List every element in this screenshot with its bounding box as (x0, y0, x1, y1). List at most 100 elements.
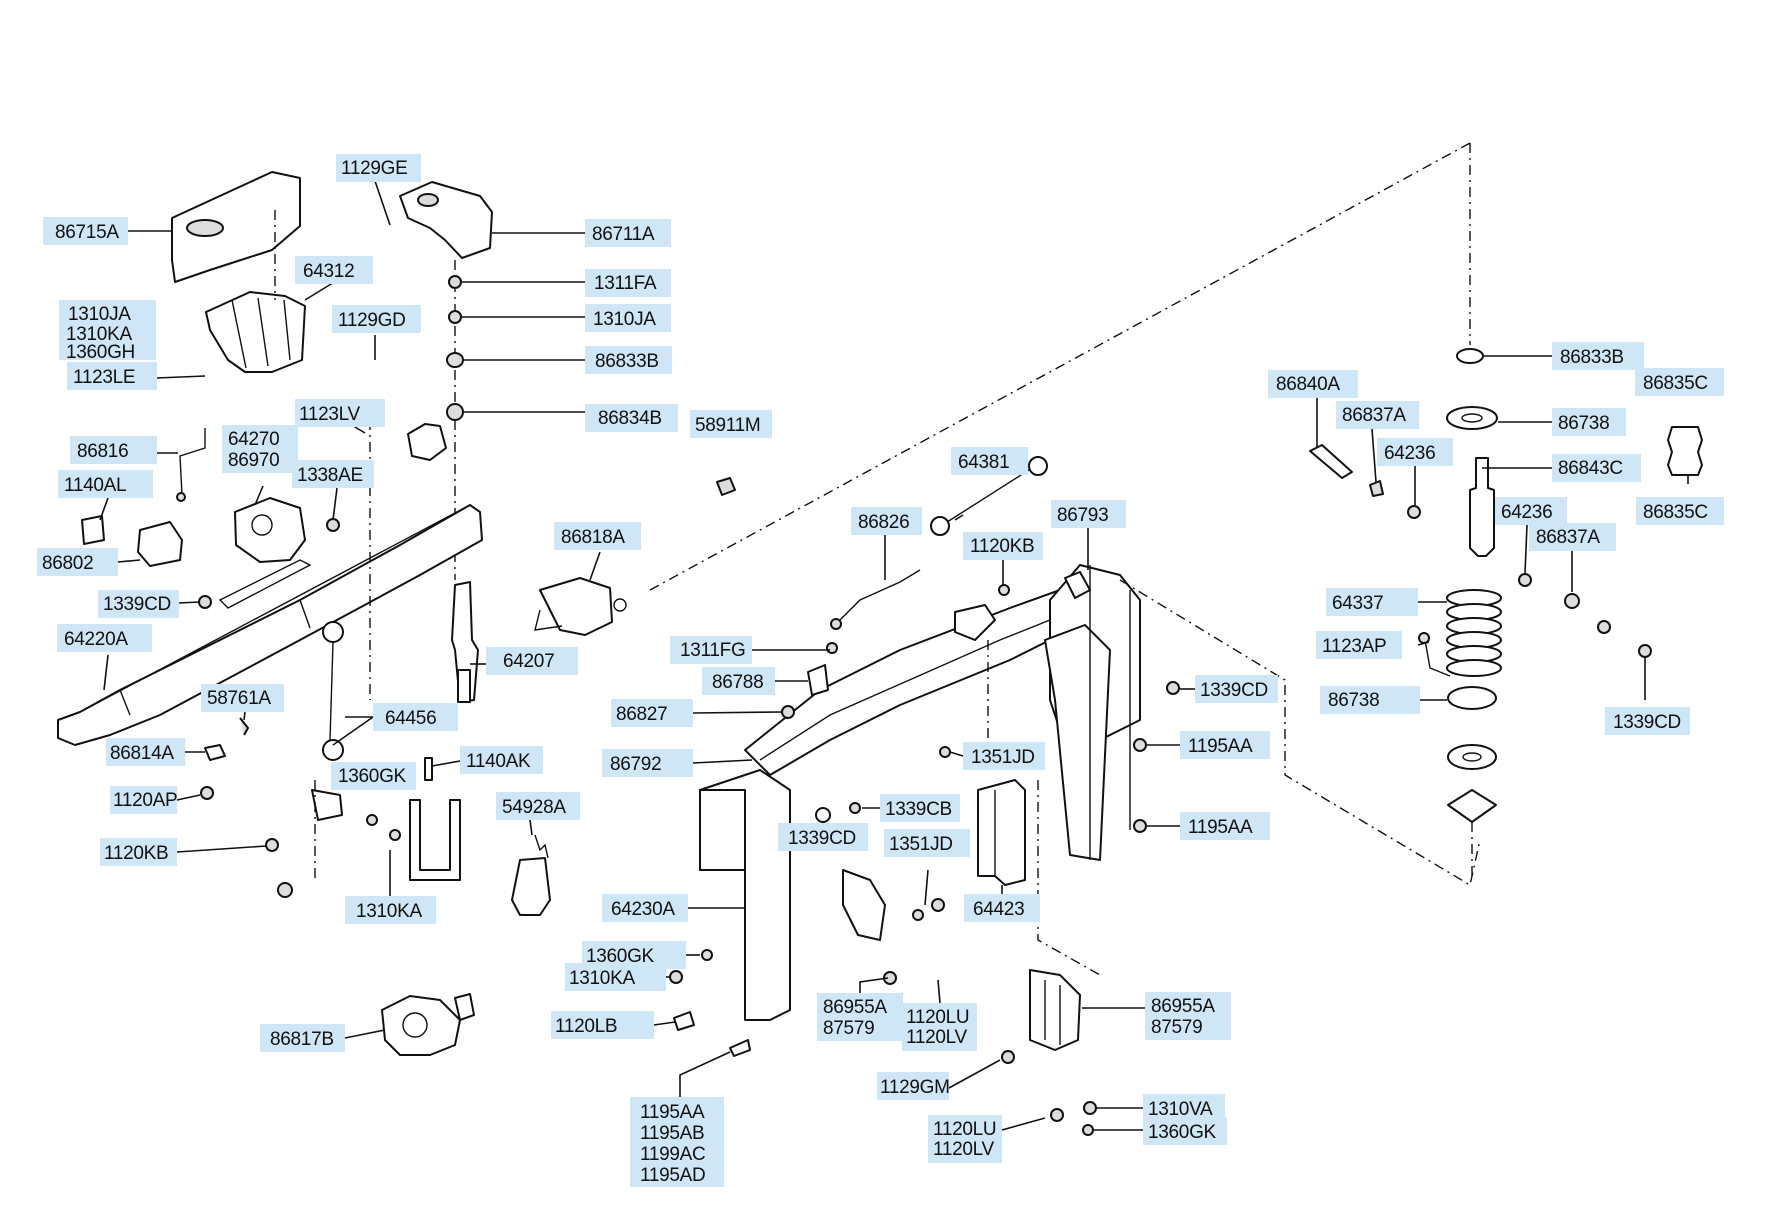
callout-58761A[interactable]: 58761A (201, 684, 284, 712)
callout-1129GD[interactable]: 1129GD (332, 305, 421, 333)
callout-1140AL[interactable]: 1140AL (58, 470, 153, 498)
callout-86835C-lower[interactable]: 86835C (1636, 497, 1724, 525)
callout-64236-upper[interactable]: 64236 (1377, 438, 1453, 466)
callout-64381[interactable]: 64381 (951, 447, 1028, 475)
callout-86738-lower[interactable]: 86738 (1320, 686, 1420, 714)
callout-1120KB-mid[interactable]: 1120KB (963, 532, 1043, 560)
callout-86818A[interactable]: 86818A (554, 522, 641, 550)
callout-1339CD-left[interactable]: 1339CD (98, 590, 179, 618)
callout-86833B-right[interactable]: 86833B (1552, 342, 1644, 370)
callout-1310KA[interactable]: 1310KA (345, 896, 436, 924)
callout-label: 1195AB (640, 1123, 704, 1144)
callout-label: 1195AA (1188, 817, 1253, 838)
callout-86793[interactable]: 86793 (1051, 500, 1126, 528)
callout-86817B[interactable]: 86817B (260, 1024, 345, 1052)
callout-86816[interactable]: 86816 (70, 436, 157, 464)
callout-label: 87579 (1151, 1017, 1202, 1038)
callout-1310KA-mid[interactable]: 1310KA (565, 963, 666, 991)
callout-86738-upper[interactable]: 86738 (1552, 408, 1626, 436)
callout-1339CD-right-frame[interactable]: 1339CD (1195, 675, 1278, 703)
callout-label: 58761A (207, 688, 271, 709)
callout-1360GK-left[interactable]: 1360GK (331, 762, 416, 790)
exploded-parts-drawing (57, 142, 1703, 1136)
callout-1123LV[interactable]: 1123LV (295, 399, 385, 427)
callout-label: 86833B (595, 351, 659, 372)
callout-86837A-upper[interactable]: 86837A (1336, 401, 1419, 429)
callout-label: 1195AA (640, 1102, 705, 1123)
callout-label: 64381 (958, 452, 1009, 473)
callout-1123LE[interactable]: 1123LE (67, 362, 157, 390)
bolt-1123AP-head (1418, 632, 1430, 644)
callout-label: 1351JD (971, 747, 1035, 768)
callout-86826[interactable]: 86826 (851, 507, 922, 535)
callout-label: 1120LB (555, 1016, 617, 1037)
callout-1120AP[interactable]: 1120AP (110, 786, 178, 814)
mount-lower-top (1447, 744, 1497, 770)
callout-86802[interactable]: 86802 (37, 548, 118, 576)
callout-1339CD-mid[interactable]: 1339CD (778, 823, 868, 851)
callout-86711A[interactable]: 86711A (585, 219, 671, 247)
callout-64220A[interactable]: 64220A (57, 624, 152, 652)
callout-64423[interactable]: 64423 (964, 894, 1040, 922)
callout-86837A-lower[interactable]: 86837A (1529, 523, 1616, 551)
callout-86788[interactable]: 86788 (702, 667, 775, 695)
callout-1129GE[interactable]: 1129GE (336, 154, 421, 182)
bracket-86788 (807, 664, 829, 696)
bracket-64423 (977, 779, 1026, 886)
callout-1339CD-right[interactable]: 1339CD (1605, 707, 1690, 735)
crossmember-ridge (759, 609, 1076, 761)
callout-64456[interactable]: 64456 (373, 703, 458, 731)
callout-1123AP[interactable]: 1123AP (1316, 631, 1402, 659)
callout-86814A[interactable]: 86814A (106, 738, 185, 766)
rod-86816 (179, 428, 206, 496)
callout-label: 1120AP (113, 790, 177, 811)
bolt-1123AP (1424, 639, 1451, 677)
callout-86835C-upper[interactable]: 86835C (1635, 368, 1724, 396)
callout-1339CB[interactable]: 1339CB (880, 794, 960, 822)
frame-rail-end (699, 789, 746, 871)
callout-1195AA-upper[interactable]: 1195AA (1180, 731, 1270, 759)
callout-1351JD-lower[interactable]: 1351JD (884, 829, 970, 857)
callout-1360GK-lower[interactable]: 1360GK (1143, 1117, 1227, 1145)
callout-64312[interactable]: 64312 (295, 256, 373, 284)
callout-64337[interactable]: 64337 (1326, 588, 1418, 616)
callout-64207[interactable]: 64207 (486, 647, 578, 675)
callout-1120LB[interactable]: 1120LB (551, 1011, 654, 1039)
callout-1310JA[interactable]: 1310JA (585, 304, 671, 332)
frame-guide (1037, 780, 1101, 976)
callout-86843C[interactable]: 86843C (1552, 454, 1641, 482)
callout-1338AE[interactable]: 1338AE (292, 460, 374, 488)
callout-1140AK[interactable]: 1140AK (460, 746, 543, 774)
callout-64230A[interactable]: 64230A (602, 894, 688, 922)
callout-1311FG[interactable]: 1311FG (670, 636, 752, 664)
callout-86827[interactable]: 86827 (611, 699, 693, 727)
callout-1351JD-upper[interactable]: 1351JD (963, 742, 1045, 770)
callout-86715A[interactable]: 86715A (43, 217, 128, 245)
callout-58911M[interactable]: 58911M (690, 410, 772, 438)
upper-cover-part (171, 171, 301, 283)
callout-label: 64423 (973, 899, 1024, 920)
callout-64236-lower[interactable]: 64236 (1495, 497, 1567, 525)
callout-label: 86738 (1328, 690, 1379, 711)
callout-1195AA-mid[interactable]: 1195AA (1180, 812, 1270, 840)
callout-86834B[interactable]: 86834B (585, 404, 678, 432)
callout-label: 1123LE (73, 367, 135, 388)
callout-label: 86793 (1057, 505, 1108, 526)
callout-54928A[interactable]: 54928A (496, 792, 580, 820)
callout-86792[interactable]: 86792 (602, 749, 693, 777)
side-member-lines (1089, 565, 1131, 860)
callout-1120KB-left[interactable]: 1120KB (100, 838, 177, 866)
mount-plate-lower (1447, 789, 1497, 823)
callout-86840A[interactable]: 86840A (1268, 370, 1358, 398)
callout-1129GM[interactable]: 1129GM (877, 1072, 950, 1100)
callout-86833B-left[interactable]: 86833B (585, 346, 672, 374)
nut-1338AE (326, 518, 340, 532)
callout-1311FA[interactable]: 1311FA (585, 269, 671, 297)
